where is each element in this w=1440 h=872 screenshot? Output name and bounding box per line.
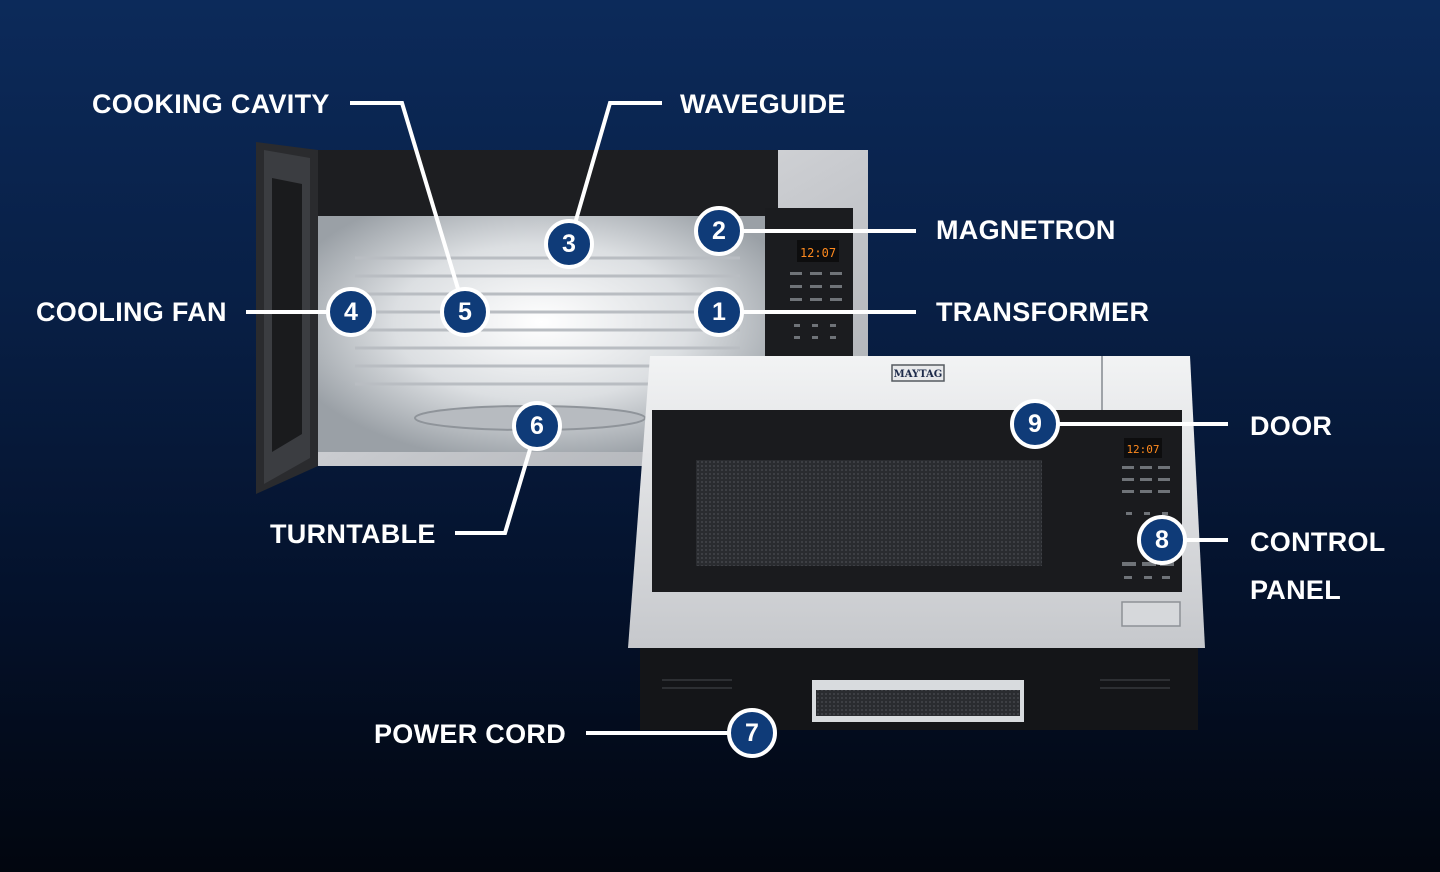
label-turntable: TURNTABLE [270, 519, 436, 549]
callout-badge-2: 2 [694, 206, 744, 256]
callout-badge-6: 6 [512, 401, 562, 451]
label-transformer: TRANSFORMER [936, 297, 1150, 327]
label-magnetron: MAGNETRON [936, 215, 1116, 245]
label-control-panel-line2: PANEL [1250, 575, 1342, 605]
label-power-cord: POWER CORD [374, 719, 566, 749]
callout-badge-1: 1 [694, 287, 744, 337]
callout-badge-4: 4 [326, 287, 376, 337]
leader-line-cooking-cavity [350, 101, 467, 313]
callout-badge-8: 8 [1137, 515, 1187, 565]
brand-plate [891, 364, 945, 382]
label-door: DOOR [1250, 411, 1333, 441]
callout-badge-7: 7 [727, 708, 777, 758]
open-microwave-top-frame [318, 150, 778, 216]
closed-clock-display [1124, 438, 1162, 458]
callout-badge-3: 3 [544, 219, 594, 269]
door-window [696, 460, 1042, 566]
grease-filter-mesh [816, 690, 1020, 716]
closed-microwave: MAYTAG 12:07 [628, 356, 1205, 730]
cavity-ridges [355, 256, 740, 386]
callout-badge-5: 5 [440, 287, 490, 337]
label-cooking-cavity: COOKING CAVITY [92, 89, 330, 119]
open-clock-text: 12:07 [800, 246, 836, 260]
door-release-button [1121, 601, 1181, 627]
closed-clock-text: 12:07 [1126, 443, 1159, 456]
label-cooling-fan: COOLING FAN [36, 297, 227, 327]
open-microwave: 12:07 [256, 142, 868, 494]
open-clock-display [797, 240, 839, 262]
brand-logo: MAYTAG [894, 369, 943, 380]
leader-lines [246, 101, 1228, 735]
open-keypad [790, 272, 842, 339]
leader-line-turntable [455, 425, 539, 535]
open-door-window [272, 178, 302, 452]
underside-vents [662, 679, 1170, 689]
callout-badge-9: 9 [1010, 399, 1060, 449]
leader-line-waveguide [567, 101, 662, 245]
label-control-panel-line1: CONTROL [1250, 527, 1386, 557]
label-waveguide: WAVEGUIDE [680, 89, 846, 119]
